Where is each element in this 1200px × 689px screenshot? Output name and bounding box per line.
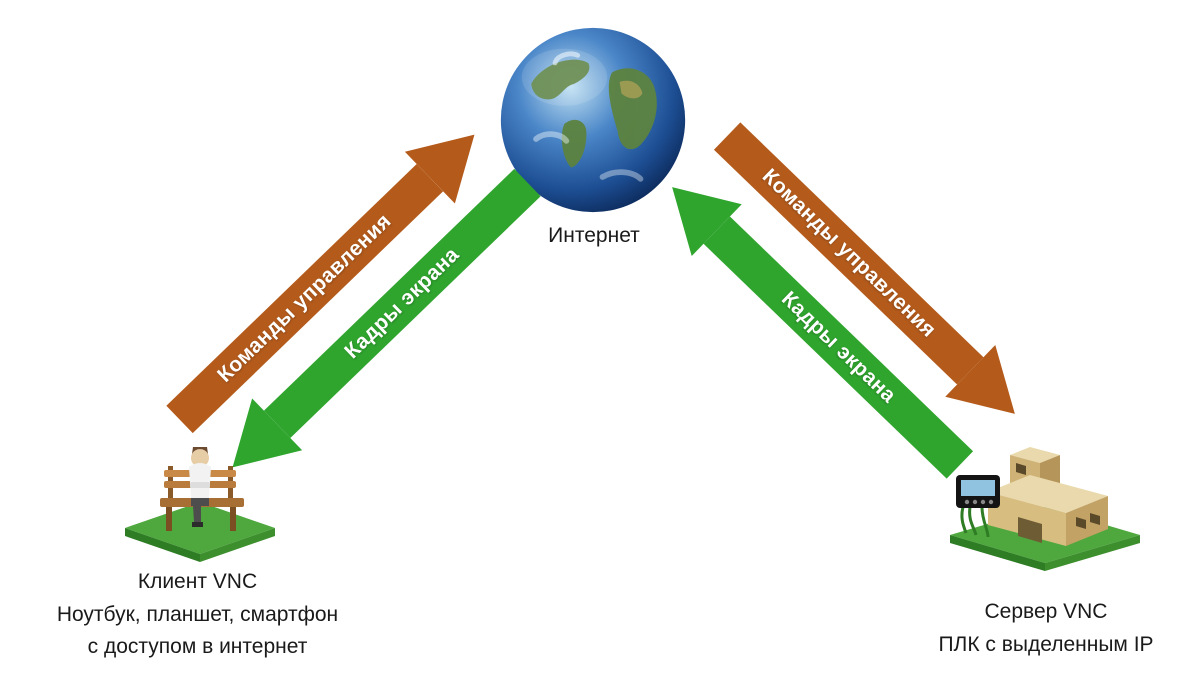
- vnc-client-illustration: [112, 432, 287, 569]
- client-title: Клиент VNC: [137, 570, 258, 593]
- vnc-server-illustration: [930, 425, 1155, 582]
- client-caption: Клиент VNC Ноутбук, планшет, смартфон с …: [40, 566, 355, 664]
- earth-icon: [500, 27, 686, 213]
- person-on-bench-icon: [125, 447, 275, 562]
- factory-plc-icon: [950, 447, 1140, 571]
- server-subtitle-1: ПЛК с выделенным IP: [938, 632, 1154, 656]
- client-subtitle-1: Ноутбук, планшет, смартфон: [56, 602, 339, 626]
- client-subtitle-2: с доступом в интернет: [87, 635, 308, 659]
- server-title: Сервер VNC: [984, 600, 1108, 623]
- internet-globe: [498, 25, 688, 215]
- internet-label: Интернет: [548, 224, 640, 247]
- server-caption: Сервер VNC ПЛК с выделенным IP: [896, 596, 1196, 661]
